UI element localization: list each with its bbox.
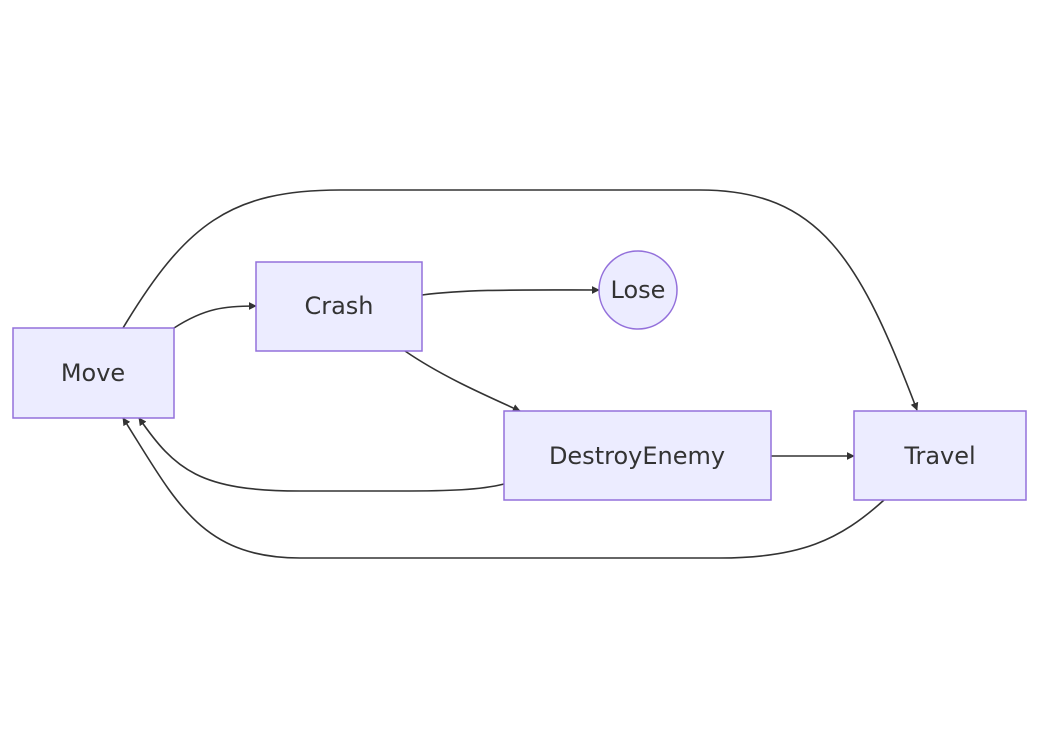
edge-move-to-travel <box>122 189 919 411</box>
node-move-label: Move <box>61 359 125 387</box>
node-travel[interactable]: Travel <box>853 410 1027 501</box>
node-crash-label: Crash <box>304 292 373 320</box>
node-crash[interactable]: Crash <box>255 261 423 352</box>
edge-travel-to-move <box>122 417 885 559</box>
node-destroyenemy-label: DestroyEnemy <box>549 442 725 470</box>
edge-crash-to-destroyenemy <box>404 350 521 412</box>
node-lose[interactable]: Lose <box>598 250 678 330</box>
edges <box>122 189 919 559</box>
node-move[interactable]: Move <box>12 327 175 419</box>
edge-crash-to-lose <box>421 285 600 296</box>
node-travel-label: Travel <box>903 442 975 470</box>
edge-move-to-crash <box>173 302 257 329</box>
node-destroyenemy[interactable]: DestroyEnemy <box>503 410 772 501</box>
edge-destroyenemy-to-move <box>138 417 505 492</box>
node-lose-label: Lose <box>611 276 666 304</box>
